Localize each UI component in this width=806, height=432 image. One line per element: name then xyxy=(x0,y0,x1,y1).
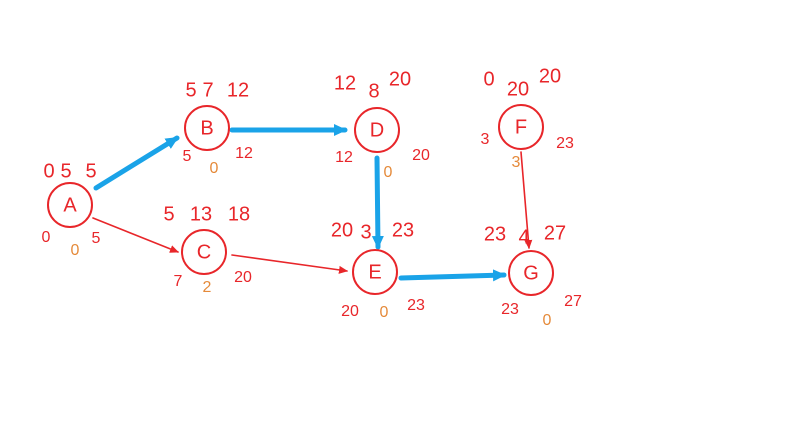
edge-d-e xyxy=(371,155,384,250)
node-label: E xyxy=(368,261,381,283)
node-circle xyxy=(508,250,554,296)
node-bottom-right-value: 27 xyxy=(564,293,582,310)
edge-a-c xyxy=(92,217,179,253)
node-bottom-left-value: 12 xyxy=(335,149,353,166)
node-bottom-right-value: 20 xyxy=(234,269,252,286)
node-label: B xyxy=(200,117,213,139)
node-top-value: 0 xyxy=(483,68,494,90)
node-bottom-mid-value: 0 xyxy=(71,242,80,259)
node-top-value: 5 xyxy=(85,160,96,182)
node-top-value: 23 xyxy=(484,223,506,245)
node-top-value: 20 xyxy=(389,68,411,90)
node-label: F xyxy=(515,116,527,138)
node-bottom-mid-value: 0 xyxy=(543,312,552,329)
node-top-value: 8 xyxy=(368,80,379,102)
node-top-value: 5 xyxy=(60,160,71,182)
node-top-value: 7 xyxy=(202,79,213,101)
node-top-value: 3 xyxy=(360,221,371,243)
node-label: C xyxy=(197,241,211,263)
node-top-value: 12 xyxy=(227,79,249,101)
node-label: G xyxy=(523,262,539,284)
node-bottom-right-value: 23 xyxy=(556,135,574,152)
node-bottom-right-value: 5 xyxy=(92,230,101,247)
node-bottom-left-value: 7 xyxy=(174,273,183,290)
node-circle xyxy=(498,104,544,150)
node-top-value: 18 xyxy=(228,203,250,225)
node-e: E 20 3 23 20 0 23 xyxy=(331,219,425,321)
node-bottom-left-value: 3 xyxy=(481,131,490,148)
node-top-value: 0 xyxy=(43,160,54,182)
node-top-value: 5 xyxy=(185,79,196,101)
node-circle xyxy=(354,107,400,153)
node-label: D xyxy=(370,119,384,141)
node-bottom-mid-value: 2 xyxy=(203,279,212,296)
edges-layer xyxy=(92,124,533,282)
edge-e-g xyxy=(398,269,507,282)
edge-a-b xyxy=(93,135,180,191)
node-circle xyxy=(47,182,93,228)
node-bottom-right-value: 12 xyxy=(235,145,253,162)
node-bottom-left-value: 23 xyxy=(501,301,519,318)
node-bottom-mid-value: 0 xyxy=(380,304,389,321)
edge-f-g xyxy=(520,151,533,249)
node-top-value: 27 xyxy=(544,222,566,244)
node-bottom-left-value: 0 xyxy=(42,229,51,246)
node-bottom-left-value: 5 xyxy=(183,148,192,165)
node-f: F 0 20 20 3 3 23 xyxy=(481,65,574,171)
node-bottom-mid-value: 0 xyxy=(384,164,393,181)
node-top-value: 5 xyxy=(163,203,174,225)
node-top-value: 12 xyxy=(334,72,356,94)
node-bottom-right-value: 23 xyxy=(407,297,425,314)
node-bottom-mid-value: 0 xyxy=(210,160,219,177)
node-top-value: 20 xyxy=(331,219,353,241)
node-d: D 12 8 20 12 0 20 xyxy=(334,68,430,181)
node-top-value: 23 xyxy=(392,219,414,241)
node-top-value: 20 xyxy=(507,78,529,100)
node-top-value: 4 xyxy=(518,226,529,248)
node-top-value: 20 xyxy=(539,65,561,87)
node-top-value: 13 xyxy=(190,203,212,225)
edge-c-e xyxy=(231,254,348,274)
node-circle xyxy=(184,105,230,151)
node-circle xyxy=(352,249,398,295)
node-bottom-right-value: 20 xyxy=(412,147,430,164)
node-bottom-mid-value: 3 xyxy=(512,154,521,171)
node-bottom-left-value: 20 xyxy=(341,303,359,320)
node-c: C 5 13 18 7 2 20 xyxy=(163,203,252,296)
node-circle xyxy=(181,229,227,275)
node-label: A xyxy=(63,194,77,216)
